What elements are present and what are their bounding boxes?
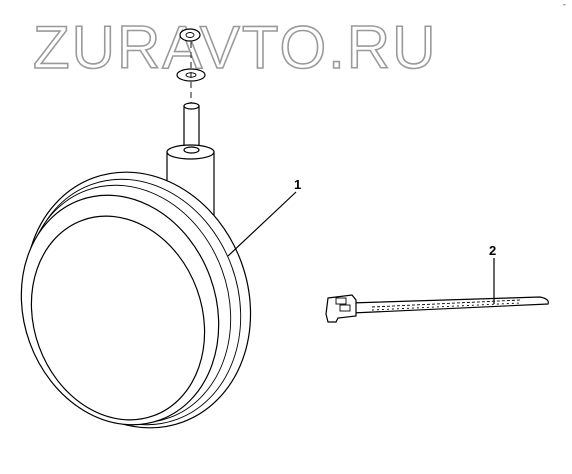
lamp-lens <box>30 215 206 421</box>
callout-2-label: 2 <box>489 243 496 258</box>
callout-1-label: 1 <box>294 177 301 192</box>
watermark-text: ZURAVTO.RU <box>33 14 437 81</box>
cable-tie-strap <box>349 296 549 314</box>
part-2-cable-tie <box>325 294 549 323</box>
callout-1-leader <box>227 191 297 257</box>
stud <box>183 105 200 149</box>
corner-mark: - <box>562 0 566 10</box>
part-1-fog-lamp <box>20 28 252 429</box>
cable-tie-head <box>325 294 357 323</box>
nut <box>179 28 201 42</box>
